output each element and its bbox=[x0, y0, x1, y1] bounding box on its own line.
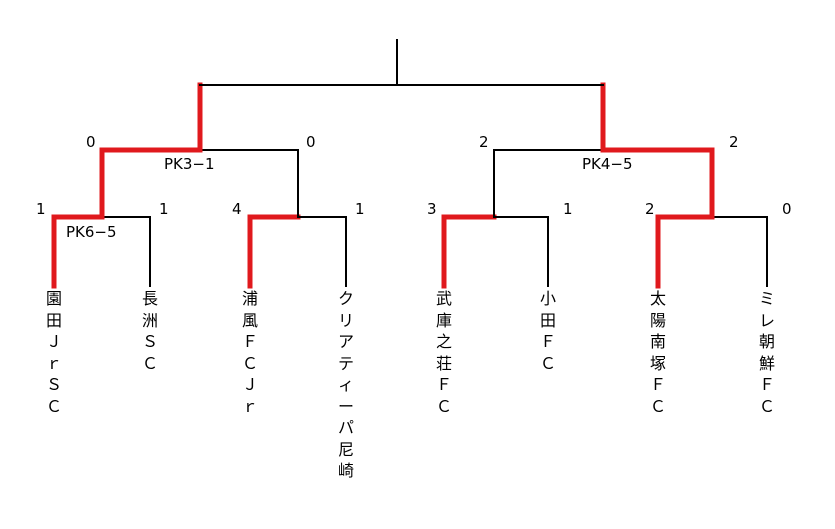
sf-m1-score-left: 0 bbox=[86, 133, 96, 151]
r1-m3-score-right: 1 bbox=[563, 200, 573, 218]
r1-m4-score-left: 2 bbox=[645, 200, 655, 218]
r1-m1-pk: PK6−5 bbox=[66, 223, 117, 241]
sf-m1-score-right: 0 bbox=[306, 133, 316, 151]
sf-m2-score-right: 2 bbox=[729, 133, 739, 151]
r1-m4-score-right: 0 bbox=[782, 200, 792, 218]
r1-m3-score-left: 3 bbox=[427, 200, 437, 218]
r1-m1-score-right: 1 bbox=[159, 200, 169, 218]
sf-m1-pk: PK3−1 bbox=[164, 155, 215, 173]
r1-m2-score-right: 1 bbox=[355, 200, 365, 218]
sf-m2-score-left: 2 bbox=[479, 133, 489, 151]
team-name: クリアティーパ尼崎 bbox=[337, 289, 354, 480]
r1-m1-score-left: 1 bbox=[36, 200, 46, 218]
r1-m2-score-left: 4 bbox=[232, 200, 242, 218]
sf-m2-pk: PK4−5 bbox=[582, 155, 633, 173]
